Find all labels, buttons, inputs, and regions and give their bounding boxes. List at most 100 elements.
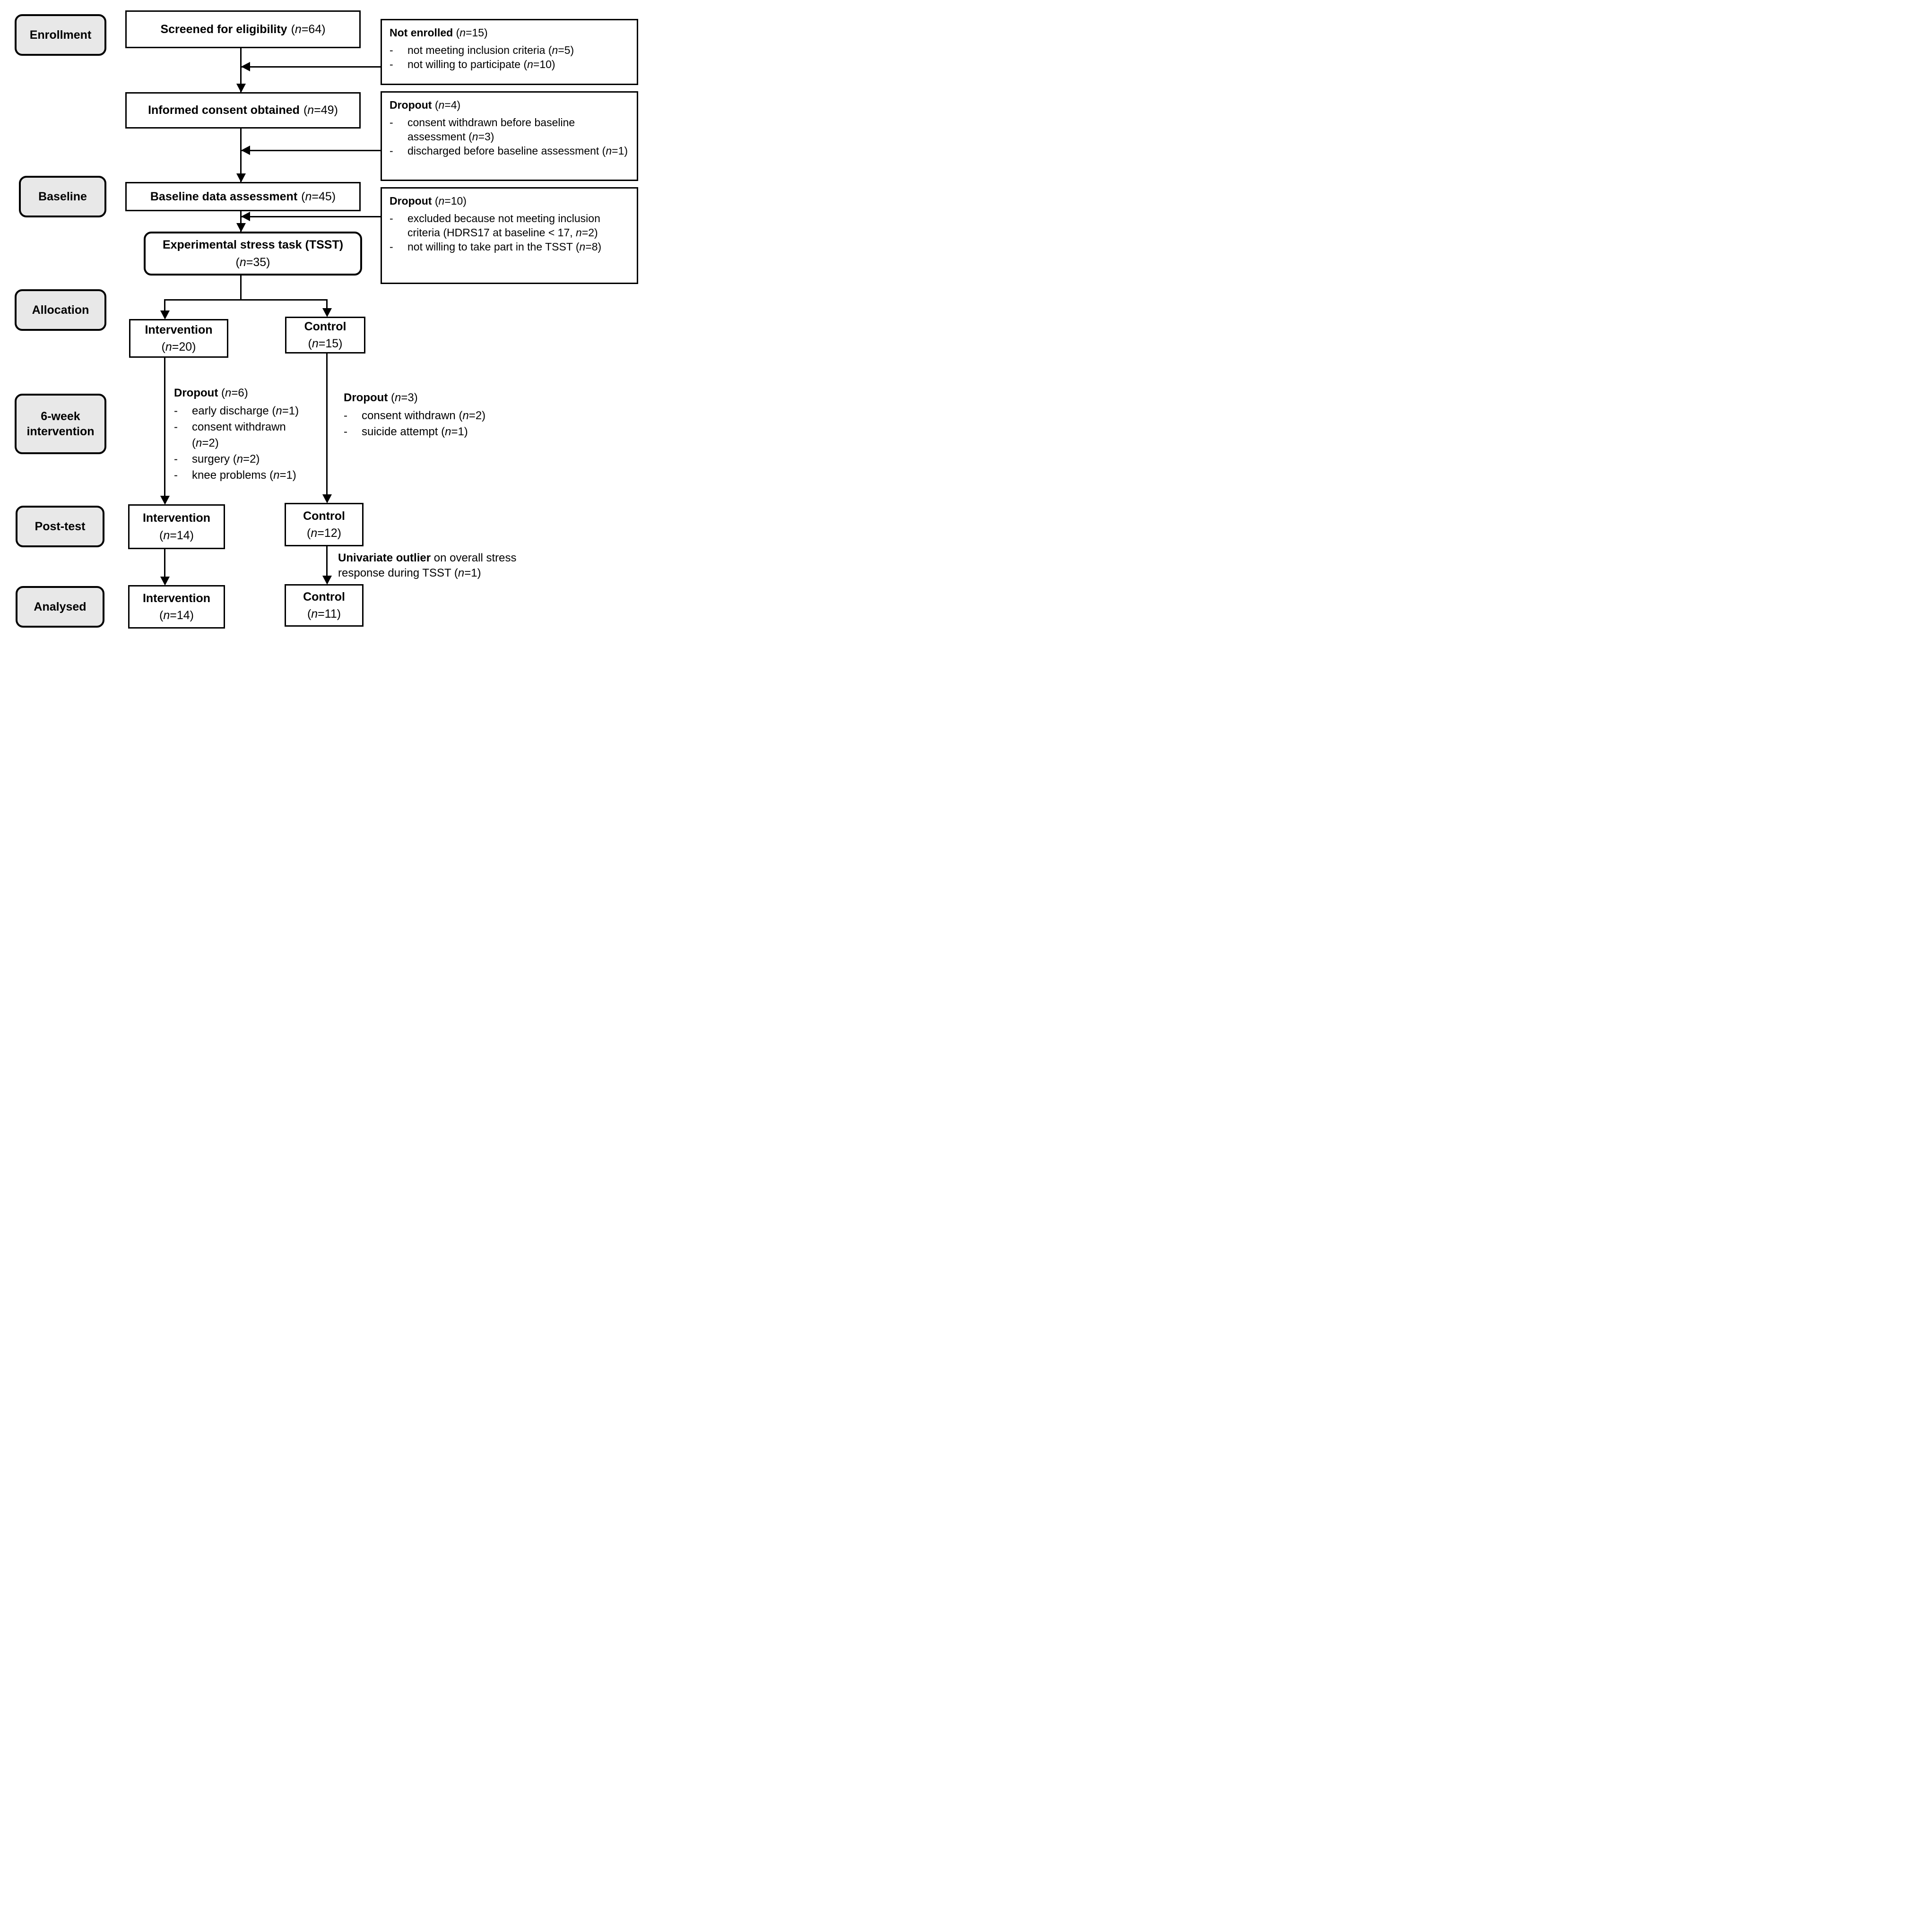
list-item: - not meeting inclusion criteria (n=5): [390, 43, 630, 58]
list-item: -suicide attempt (n=1): [344, 424, 490, 440]
stage-label-text: Analysed: [34, 600, 87, 613]
list-item-text: excluded because not meeting inclusion c…: [407, 212, 600, 239]
sidebox-dropout-before-baseline: Dropout (n=4) - consent withdrawn before …: [381, 91, 638, 181]
list-dash: -: [174, 405, 178, 418]
list-item-text: early discharge (n=1): [192, 405, 299, 418]
list-item-text: consent withdrawn before baseline assess…: [407, 116, 575, 143]
connector-split-to-intervention: [164, 299, 165, 311]
stage-label-analysed: Analysed: [16, 586, 104, 628]
arrowhead-down-icon: [322, 576, 332, 585]
list-dropout-intervention: Dropout (n=6) - early discharge (n=1) - co…: [174, 385, 316, 483]
arrowhead-down-icon: [322, 494, 332, 503]
box-n: (n=20): [161, 340, 196, 354]
sidebox-title-bold: Dropout: [390, 195, 432, 207]
list-dropout-control: Dropout (n=3) - consent withdrawn (n=2) -…: [344, 390, 490, 440]
list-dash: -: [390, 240, 393, 253]
list-title: Dropout (n=3): [344, 390, 490, 406]
box-title: Intervention: [142, 591, 211, 605]
box-baseline-assessment: Baseline data assessment (n=45): [125, 182, 361, 211]
connector-posttest-to-analysed-control: [326, 546, 328, 577]
stage-label-post-test: Post-test: [16, 506, 104, 547]
connector-dropout-before-tsst: [241, 216, 381, 217]
arrowhead-down-icon: [160, 311, 170, 319]
list-dash: -: [344, 409, 347, 423]
list-dash: -: [174, 421, 178, 434]
list-dash: -: [390, 58, 393, 70]
box-baseline-title: Baseline data assessment: [150, 190, 298, 203]
list-title-bold: Dropout: [174, 387, 218, 399]
box-title: Intervention: [142, 511, 211, 525]
stage-label-text: 6-week intervention: [26, 409, 95, 439]
connector-intervention-to-posttest: [164, 358, 165, 497]
box-title: Control: [303, 590, 345, 604]
box-posttest-intervention: Intervention (n=14): [128, 504, 225, 549]
sidebox-title-n: (n=10): [434, 195, 467, 207]
sidebox-title-n: (n=4): [434, 99, 461, 111]
connector-posttest-to-analysed-intervention: [164, 549, 165, 578]
list-item: - consent withdrawn (n=2): [344, 408, 490, 424]
box-screened-n: (n=64): [291, 22, 326, 36]
list-item: - consent withdrawn (n=2): [174, 419, 316, 451]
arrowhead-down-icon: [160, 577, 170, 586]
stage-label-text: Baseline: [38, 190, 87, 203]
box-screened: Screened for eligibility (n=64): [125, 10, 361, 48]
arrowhead-down-icon: [322, 308, 332, 317]
box-allocation-control: Control (n=15): [285, 317, 365, 354]
sidebox-title: Not enrolled (n=15): [390, 26, 630, 40]
arrowhead-down-icon: [236, 223, 246, 232]
sidebox-not-enrolled: Not enrolled (n=15) - not meeting inclusi…: [381, 19, 638, 85]
stage-label-allocation: Allocation: [15, 289, 106, 331]
box-screened-title: Screened for eligibility: [160, 22, 287, 36]
list-dash: -: [390, 43, 393, 56]
list-item-text: consent withdrawn (n=2): [192, 421, 286, 450]
list-dash: -: [390, 212, 393, 224]
sidebox-title-bold: Dropout: [390, 99, 432, 111]
list-item-text: not meeting inclusion criteria (n=5): [407, 43, 574, 56]
connector-not-enrolled: [241, 66, 381, 68]
box-informed-consent: Informed consent obtained (n=49): [125, 92, 361, 129]
list-item-text: knee problems (n=1): [192, 469, 296, 482]
sidebox-title: Dropout (n=4): [390, 98, 630, 112]
box-tsst: Experimental stress task (TSST) (n=35): [144, 232, 362, 276]
box-title: Control: [303, 509, 345, 523]
connector-allocation-split: [164, 299, 328, 301]
box-informed-title: Informed consent obtained: [148, 104, 300, 117]
stage-label-enrollment: Enrollment: [15, 14, 106, 56]
box-n: (n=14): [159, 528, 194, 542]
list-item: - not willing to take part in the TSST (n…: [390, 240, 630, 254]
box-tsst-n: (n=35): [235, 255, 270, 269]
list-item: -knee problems (n=1): [174, 467, 316, 483]
list-item: -not willing to participate (n=10): [390, 58, 630, 72]
sidebox-dropout-before-tsst: Dropout (n=10) - excluded because not mee…: [381, 187, 638, 284]
note-univariate-outlier: Univariate outlier on overall stress res…: [338, 551, 560, 581]
connector-screened-to-informed: [240, 48, 242, 92]
list-dash: -: [390, 144, 393, 157]
box-title: Control: [304, 319, 347, 333]
list-item-text: consent withdrawn (n=2): [362, 409, 486, 423]
box-n: (n=15): [308, 337, 343, 350]
connector-tsst-to-split: [240, 276, 242, 301]
list-item-text: surgery (n=2): [192, 453, 260, 466]
list-item: - excluded because not meeting inclusion …: [390, 212, 630, 240]
list-item-text: not willing to take part in the TSST (n=…: [407, 240, 602, 253]
box-n: (n=14): [159, 609, 194, 622]
box-baseline-n: (n=45): [301, 190, 336, 203]
connector-baseline-to-tsst: [240, 211, 242, 232]
consort-flow-diagram: Enrollment Baseline Allocation 6-week in…: [0, 0, 644, 638]
list-dash: -: [390, 116, 393, 129]
stage-label-text: Allocation: [32, 303, 89, 317]
connector-dropout-before-baseline: [241, 150, 381, 151]
stage-label-text: Enrollment: [29, 28, 92, 42]
arrowhead-left-icon: [241, 62, 250, 71]
note-rest: on overall stress response during TSST (…: [338, 552, 517, 580]
list-dash: -: [174, 453, 178, 466]
stage-label-text: Post-test: [35, 519, 86, 533]
box-informed-n: (n=49): [303, 104, 338, 117]
list-item-text: discharged before baseline assessment (n…: [407, 144, 628, 157]
list-dash: -: [344, 425, 347, 439]
arrowhead-left-icon: [241, 212, 250, 221]
list-item: - early discharge (n=1): [174, 403, 316, 419]
list-title: Dropout (n=6): [174, 385, 316, 401]
stage-label-baseline: Baseline: [19, 176, 106, 217]
note-bold: Univariate outlier: [338, 552, 431, 564]
